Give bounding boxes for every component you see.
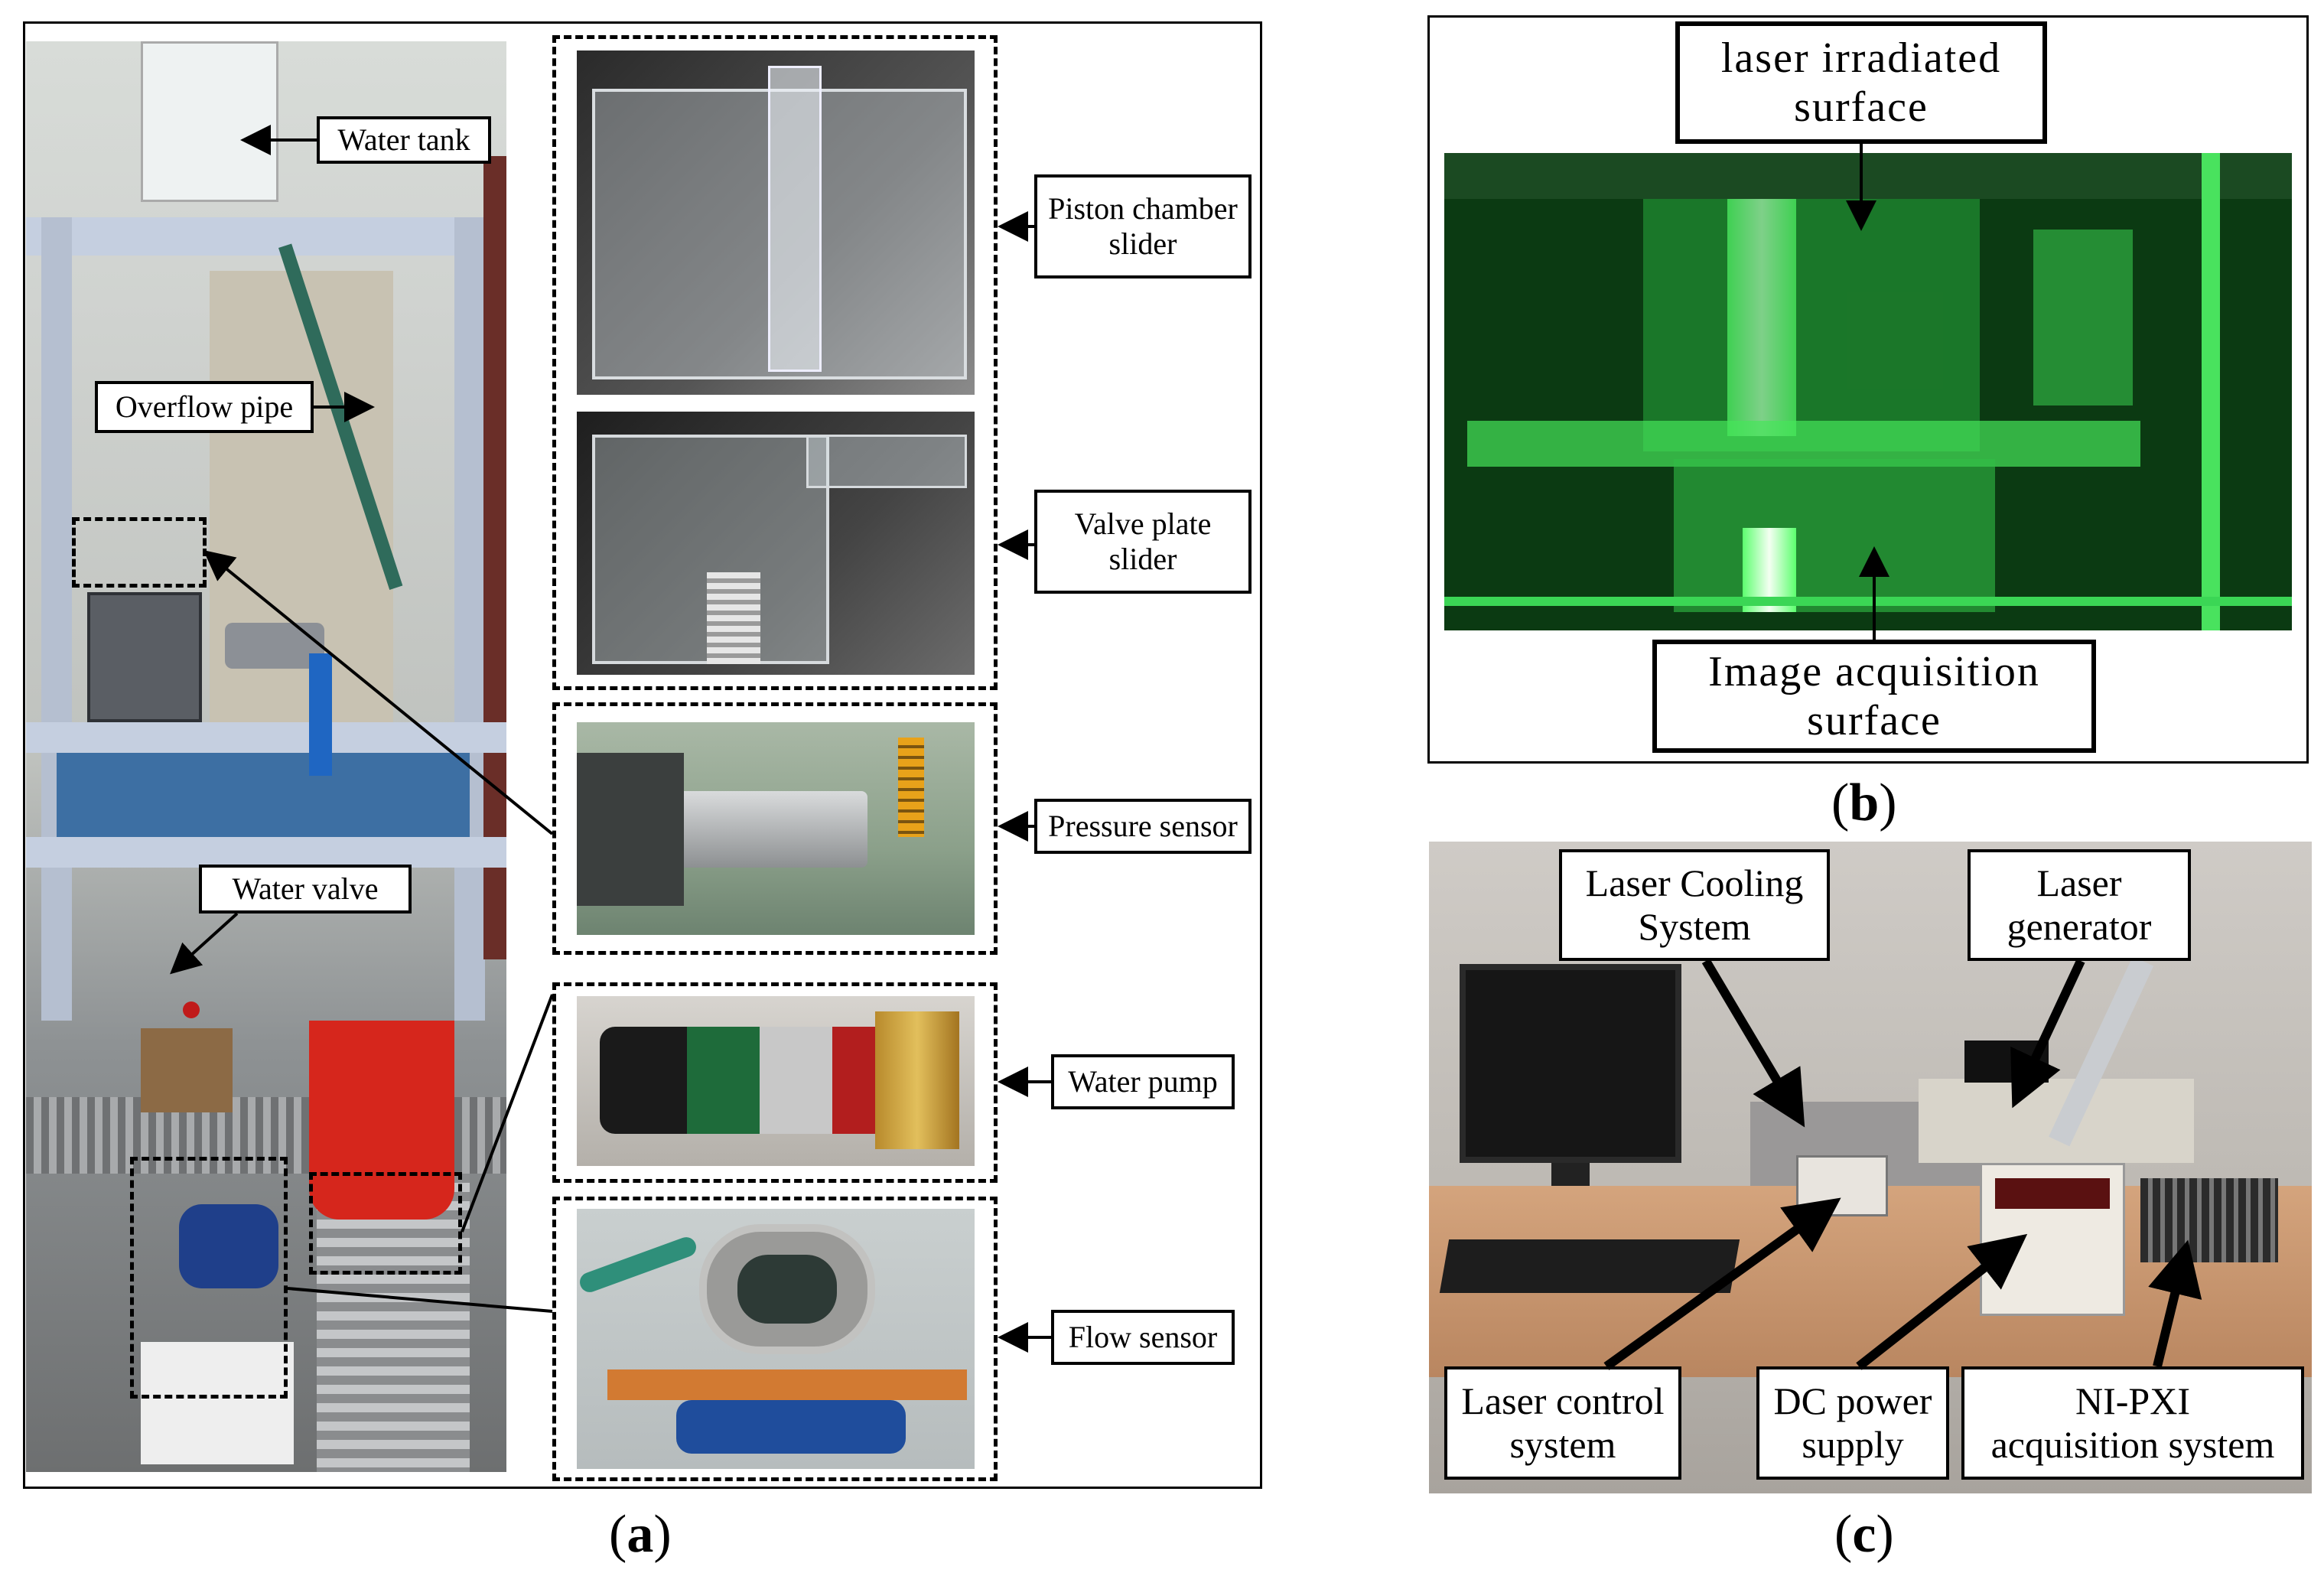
red-bucket xyxy=(309,1021,454,1220)
valve-screw xyxy=(707,572,760,664)
water-pump-photo xyxy=(577,996,975,1166)
spring xyxy=(898,738,924,837)
dash-group-pressure-sensor xyxy=(552,702,998,955)
caption-c: (c) xyxy=(1834,1505,1894,1564)
label-laser-cooling-system: Laser Cooling System xyxy=(1559,849,1830,961)
label-overflow-pipe: Overflow pipe xyxy=(95,381,314,433)
dash-box-slider-area xyxy=(72,517,207,588)
laser-right-rod xyxy=(2202,153,2220,630)
label-water-valve: Water valve xyxy=(199,865,412,913)
laser-right-block xyxy=(2033,230,2133,405)
piston-tube xyxy=(768,66,822,372)
dash-group-sliders xyxy=(552,35,998,690)
valve-plate xyxy=(806,435,967,488)
laser-wide-block xyxy=(1643,199,1980,451)
label-valve-plate-slider: Valve plate slider xyxy=(1034,490,1252,594)
cabinet xyxy=(210,271,393,768)
shelf-left-post xyxy=(41,217,72,1021)
label-pressure-sensor: Pressure sensor xyxy=(1034,799,1252,854)
label-dc-power-supply: DC power supply xyxy=(1756,1366,1949,1480)
label-image-acquisition-surface: Image acquisition surface xyxy=(1652,640,2096,753)
label-laser-control-system: Laser control system xyxy=(1444,1366,1681,1480)
pump-brass xyxy=(875,1011,959,1149)
shelf-right-post xyxy=(454,217,485,1021)
flow-meter-pipe xyxy=(676,1400,906,1454)
rig-body xyxy=(87,592,202,722)
shelf-mid xyxy=(26,722,506,753)
caption-b-letter: b xyxy=(1849,773,1880,832)
rig-blue-stand xyxy=(309,653,332,776)
blue-cloth xyxy=(57,753,470,837)
control-box xyxy=(1796,1155,1888,1216)
label-laser-generator: Laser generator xyxy=(1968,849,2191,961)
monitor xyxy=(1460,964,1681,1163)
dash-group-water-pump xyxy=(552,982,998,1183)
label-piston-chamber-slider: Piston chamber slider xyxy=(1034,174,1252,278)
green-hose xyxy=(577,1234,699,1295)
piston-chamber-slider-photo xyxy=(577,50,975,395)
laser-head xyxy=(1964,1041,2049,1083)
caption-a-letter: a xyxy=(627,1505,654,1564)
caption-b: (b) xyxy=(1831,773,1897,832)
laser-lower-box xyxy=(1674,459,1995,612)
flow-meter-plate xyxy=(607,1369,967,1400)
pump-motor xyxy=(600,1027,890,1134)
window xyxy=(141,41,278,202)
shelf-low xyxy=(26,837,506,868)
dash-group-flow-sensor xyxy=(552,1197,998,1481)
white-box xyxy=(141,1342,294,1464)
label-flow-sensor: Flow sensor xyxy=(1051,1310,1235,1365)
laser-test-photo xyxy=(1444,153,2292,630)
floor-grating-2 xyxy=(317,1174,470,1472)
caption-c-letter: c xyxy=(1852,1505,1876,1564)
label-water-pump: Water pump xyxy=(1051,1054,1235,1109)
valve-dot xyxy=(183,1001,200,1018)
sensor-body xyxy=(669,791,867,868)
shelf-top xyxy=(26,217,506,256)
sensor-mount xyxy=(577,753,684,906)
pump-body xyxy=(179,1204,278,1288)
valve-plate-slider-photo xyxy=(577,412,975,675)
laser-frame-top xyxy=(1444,153,2292,199)
dash-box-water-pump-area xyxy=(309,1172,462,1275)
wood-block xyxy=(141,1028,233,1112)
dc-display xyxy=(1995,1178,2110,1209)
dash-box-pump-area xyxy=(130,1157,288,1399)
flow-meter-display xyxy=(737,1255,837,1324)
label-laser-irradiated-surface: laser irradiated surface xyxy=(1675,21,2047,144)
pressure-sensor-photo xyxy=(577,722,975,935)
label-ni-pxi-acquisition-system: NI-PXI acquisition system xyxy=(1961,1366,2304,1480)
label-water-tank: Water tank xyxy=(317,116,491,164)
keyboard xyxy=(1439,1239,1740,1293)
ni-pxi-unit xyxy=(2140,1178,2278,1262)
laser-floor-line xyxy=(1444,597,2292,606)
flow-sensor-photo xyxy=(577,1209,975,1469)
caption-a: (a) xyxy=(609,1505,672,1564)
